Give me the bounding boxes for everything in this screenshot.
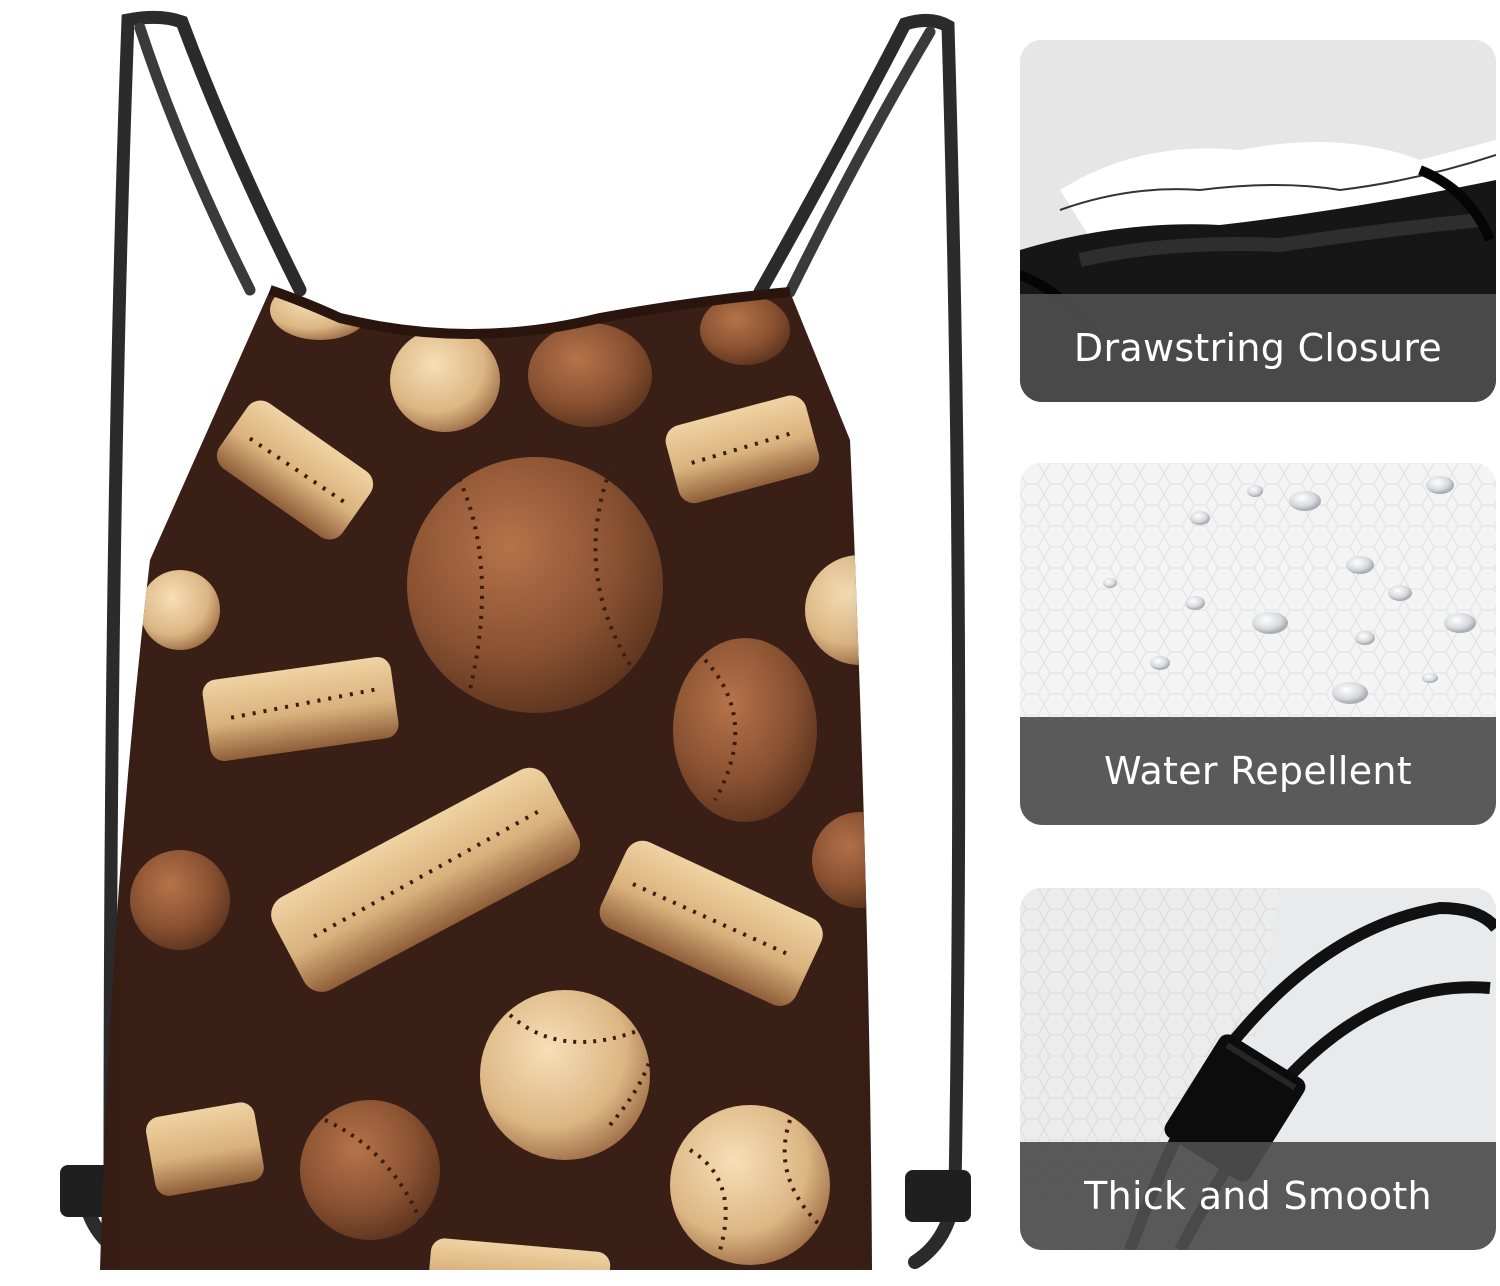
feature-card-thick-and-smooth: Thick and Smooth (1020, 888, 1496, 1250)
feature-label: Drawstring Closure (1073, 326, 1443, 370)
baseball-print-pattern (100, 290, 872, 1270)
caption-bar: Drawstring Closure (1020, 294, 1496, 402)
feature-label: Thick and Smooth (1084, 1174, 1432, 1218)
right-corner-grommet (905, 1170, 971, 1222)
bag-product-image (60, 10, 971, 1270)
caption-bar: Water Repellent (1020, 717, 1496, 825)
bag-gathered-hem (268, 285, 791, 339)
feature-card-water-repellent: Water Repellent (1020, 463, 1496, 825)
caption-bar: Thick and Smooth (1020, 1142, 1496, 1250)
feature-card-drawstring-closure: Drawstring Closure (1020, 40, 1496, 402)
feature-label: Water Repellent (1104, 749, 1412, 793)
